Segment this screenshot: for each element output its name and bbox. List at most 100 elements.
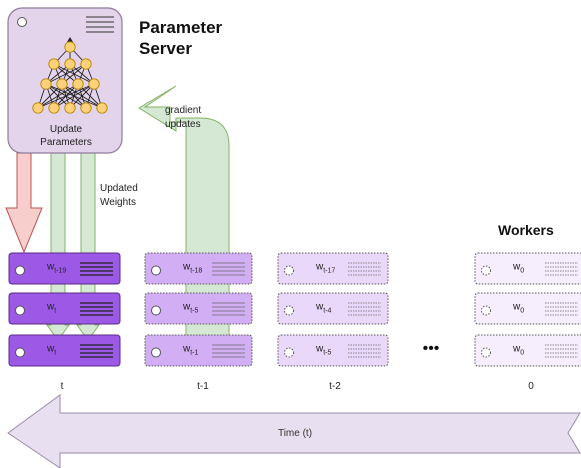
worker-menu-icon [348, 344, 381, 358]
time-label: t [61, 381, 64, 392]
worker-box [144, 334, 253, 367]
worker-weight-label: wt [46, 344, 56, 357]
worker-weight-label: w0 [512, 302, 524, 315]
worker-cell: wt-4 [277, 292, 389, 325]
worker-menu-icon [545, 302, 578, 316]
worker-weight-label: w0 [512, 344, 524, 357]
worker-indicator-icon [284, 305, 294, 316]
time-labels: t t-1 t-2 0 [61, 381, 535, 392]
worker-cell: w0 [474, 334, 581, 367]
worker-cell: wt [8, 334, 121, 367]
worker-weight-label: wt-18 [182, 262, 202, 275]
worker-menu-icon [80, 302, 113, 316]
time-label: 0 [528, 381, 534, 392]
worker-cell: wt-19 [8, 252, 121, 285]
server-title-line1: Parameter [139, 18, 223, 37]
worker-menu-icon [80, 344, 113, 358]
worker-weight-label: wt-4 [315, 302, 332, 315]
worker-indicator-icon [481, 265, 491, 276]
worker-weight-label: wt-19 [46, 262, 66, 275]
server-title-line2: Server [139, 39, 192, 58]
nn-node [88, 78, 100, 90]
worker-menu-icon [348, 302, 381, 316]
worker-cell: w0 [474, 252, 581, 285]
worker-cell: wt [8, 292, 121, 325]
nn-node [64, 58, 76, 70]
worker-box [277, 334, 389, 367]
worker-box [474, 252, 581, 285]
time-label: t-2 [329, 381, 341, 392]
worker-cell: w0 [474, 292, 581, 325]
worker-menu-icon [212, 344, 245, 358]
worker-box [474, 334, 581, 367]
nn-node [32, 102, 44, 114]
nn-node [48, 102, 60, 114]
worker-indicator-icon [15, 265, 25, 276]
worker-cell: wt-1 [144, 334, 253, 367]
nn-output-arrowhead [67, 37, 73, 42]
gradient-label-line1: gradient [165, 105, 201, 116]
neural-network-icon [32, 37, 108, 114]
worker-menu-icon [212, 262, 245, 276]
worker-cell: wt-17 [277, 252, 389, 285]
worker-box [8, 292, 121, 325]
worker-indicator-icon [15, 347, 25, 358]
nn-node [56, 78, 68, 90]
worker-menu-icon [545, 262, 578, 276]
timeline-label: Time (t) [278, 428, 312, 439]
worker-box [144, 292, 253, 325]
worker-box [474, 292, 581, 325]
nn-node [64, 41, 76, 53]
worker-menu-icon [545, 344, 578, 358]
worker-indicator-icon [151, 305, 161, 316]
worker-menu-icon [212, 302, 245, 316]
worker-weight-label: wt-5 [182, 302, 199, 315]
worker-grid: wt-19 wt wt wt-18 wt-5 wt-1 wt-17 wt-4 wt-5 w0 w0 w… [8, 252, 581, 367]
worker-menu-icon [80, 262, 113, 276]
nn-node [80, 102, 92, 114]
worker-indicator-icon [284, 347, 294, 358]
updated-weights-label-line2: Weights [100, 197, 136, 208]
worker-menu-icon [348, 262, 381, 276]
nn-edge [69, 83, 95, 109]
nn-node [96, 102, 108, 114]
parameter-server-box: Update Parameters [7, 7, 123, 154]
nn-edge [53, 83, 95, 109]
nn-node [64, 102, 76, 114]
nn-edge [45, 63, 87, 85]
timeline-arrow [7, 394, 581, 468]
worker-box [8, 252, 121, 285]
worker-weight-label: wt-1 [182, 344, 199, 357]
worker-cell: wt-5 [144, 292, 253, 325]
nn-node [80, 58, 92, 70]
worker-indicator-icon [481, 305, 491, 316]
worker-weight-label: wt [46, 302, 56, 315]
workers-label: Workers [498, 222, 554, 238]
ellipsis: ••• [423, 340, 440, 357]
worker-weight-label: wt-5 [315, 344, 332, 357]
server-box-label-line1: Update [50, 124, 83, 135]
nn-node [40, 78, 52, 90]
worker-cell: wt-5 [277, 334, 389, 367]
worker-indicator-icon [151, 265, 161, 276]
worker-box [277, 252, 389, 285]
worker-indicator-icon [481, 347, 491, 358]
worker-weight-label: wt-17 [315, 262, 335, 275]
worker-box [277, 292, 389, 325]
nn-node [48, 58, 60, 70]
worker-box [8, 334, 121, 367]
worker-indicator-icon [15, 305, 25, 316]
gradient-label-line2: updates [165, 119, 201, 130]
worker-weight-label: w0 [512, 262, 524, 275]
nn-edge [37, 83, 79, 109]
nn-node [72, 78, 84, 90]
updated-weights-label-line1: Updated [100, 183, 138, 194]
worker-cell: wt-18 [144, 252, 253, 285]
nn-edge [37, 83, 63, 109]
worker-indicator-icon [284, 265, 294, 276]
nn-edge [37, 83, 95, 109]
server-menu-icon [86, 16, 114, 33]
worker-indicator-icon [151, 347, 161, 358]
time-label: t-1 [197, 381, 209, 392]
apply-weights-arrow [5, 152, 43, 254]
